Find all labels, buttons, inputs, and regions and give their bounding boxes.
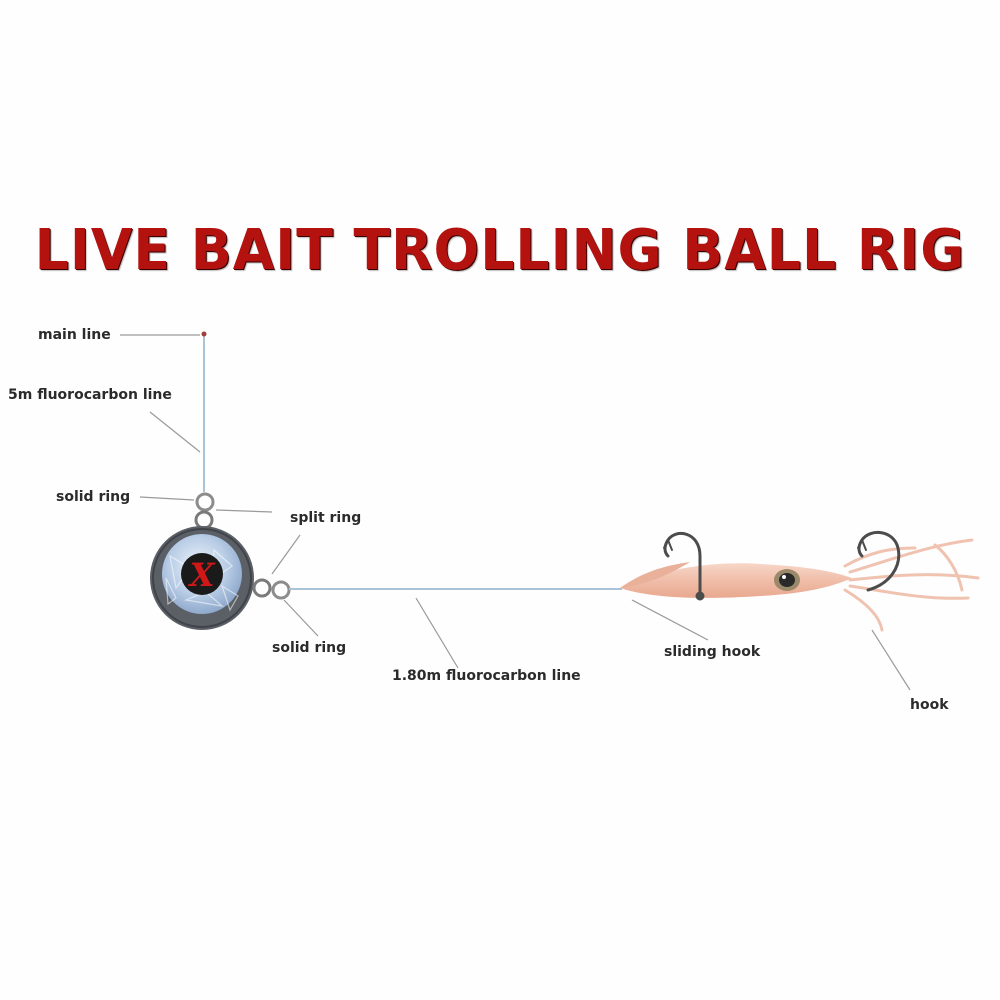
label-sliding-hook: sliding hook — [664, 644, 761, 660]
label-split-ring: split ring — [290, 510, 362, 526]
leader-split-ring — [215, 509, 273, 513]
squid-bait — [620, 538, 980, 632]
solid-ring-top — [195, 492, 215, 512]
leader-hook — [871, 629, 911, 691]
leader-split-ring-side — [271, 534, 301, 575]
solid-ring-side — [271, 580, 291, 600]
leader-sliding-hook — [631, 599, 709, 641]
leader-solid-ring-bottom — [283, 599, 319, 637]
leader-fluoro-5m — [149, 411, 201, 453]
leader-solid-ring-top — [139, 496, 195, 501]
trolling-ball: X — [150, 526, 254, 630]
label-hook: hook — [910, 697, 949, 713]
sliding-hook — [663, 531, 705, 601]
split-ring-top — [194, 510, 214, 530]
ball-badge-letter: X — [188, 556, 216, 594]
label-main-line: main line — [38, 327, 111, 343]
label-fluorocarbon-5m: 5m fluorocarbon line — [8, 387, 172, 403]
label-solid-ring-top: solid ring — [56, 489, 131, 505]
label-fluorocarbon-180: 1.80m fluorocarbon line — [392, 668, 581, 684]
rear-hook — [857, 531, 901, 592]
split-ring-side — [252, 578, 272, 598]
diagram-title: LIVE BAIT TROLLING BALL RIG — [34, 218, 966, 283]
ball-badge — [181, 553, 223, 595]
main-line-end-dot — [201, 331, 207, 337]
leader-fluoro-180 — [415, 597, 459, 669]
label-solid-ring-bottom: solid ring — [272, 640, 347, 656]
